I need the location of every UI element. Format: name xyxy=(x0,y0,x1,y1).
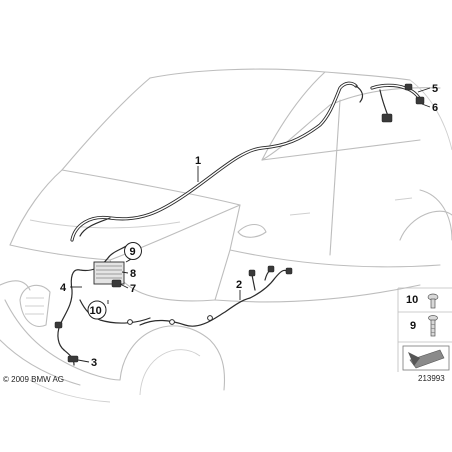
legend-label-9: 9 xyxy=(410,320,416,332)
harness-roof xyxy=(70,81,364,242)
leader-lines xyxy=(70,87,431,363)
copyright-text: © 2009 BMW AG xyxy=(3,375,64,384)
callout-1: 1 xyxy=(195,155,201,167)
callout-5: 5 xyxy=(432,83,438,95)
callout-4: 4 xyxy=(60,282,67,294)
arrow-icon xyxy=(402,345,450,371)
callouts: 1 2 3 4 5 6 7 8 9 10 xyxy=(60,83,438,369)
harness-rear xyxy=(370,83,425,123)
callout-10: 10 xyxy=(90,305,102,317)
callout-10-circle xyxy=(87,300,107,320)
callout-9-circle xyxy=(124,242,142,260)
callout-6: 6 xyxy=(432,102,438,114)
diagram-number: 213993 xyxy=(418,374,445,383)
legend-label-10: 10 xyxy=(406,294,418,306)
harness-front xyxy=(54,244,293,366)
callout-3: 3 xyxy=(91,357,97,369)
callout-2: 2 xyxy=(236,279,242,291)
callout-8: 8 xyxy=(130,268,136,280)
car-outline xyxy=(0,68,452,403)
push-clip-icon xyxy=(427,293,439,309)
callout-9: 9 xyxy=(130,246,136,258)
parts-legend: 10 9 xyxy=(397,287,452,372)
screw-icon xyxy=(428,315,438,337)
callout-7: 7 xyxy=(130,283,136,295)
